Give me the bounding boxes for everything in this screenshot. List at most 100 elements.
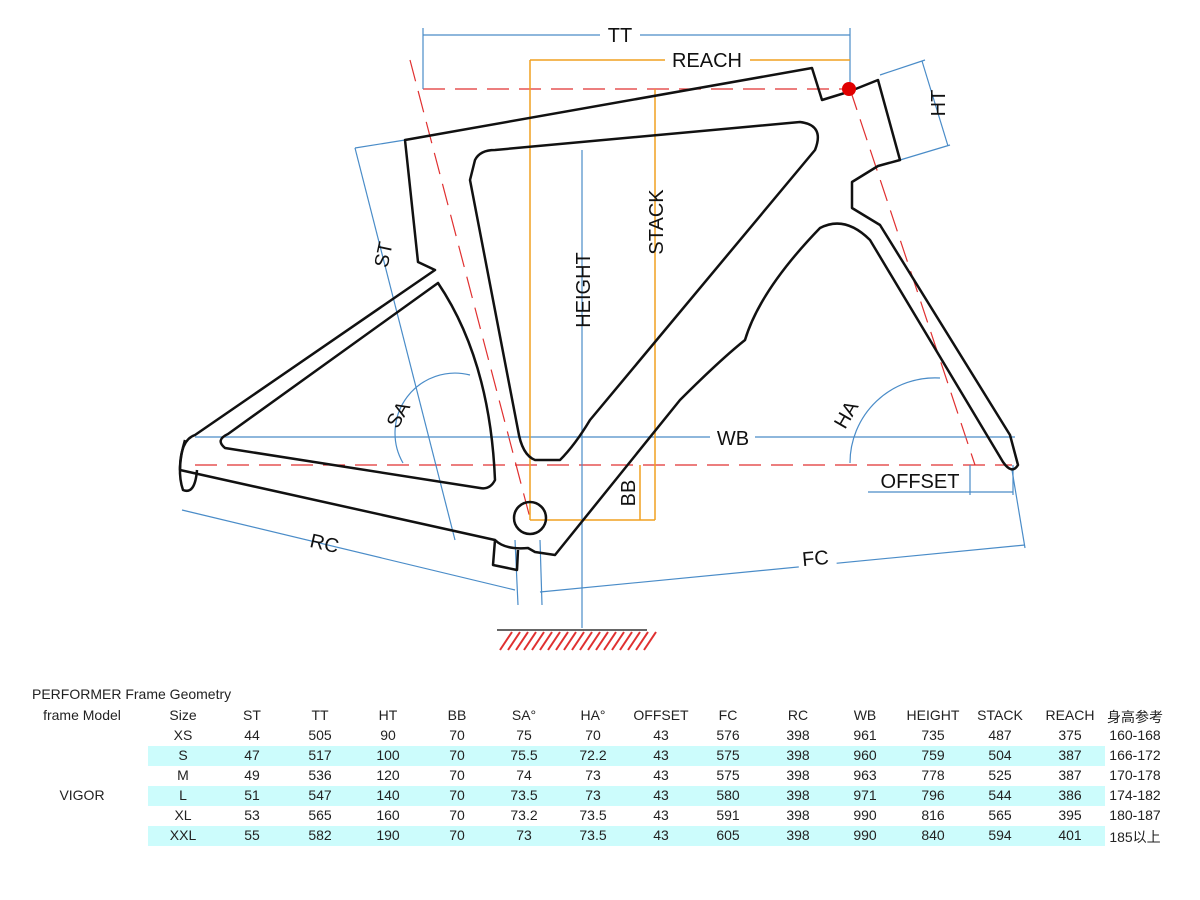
column-header: HT (378, 707, 398, 723)
offset-label: OFFSET (881, 471, 960, 493)
column-header: HEIGHT (906, 707, 960, 723)
table-header-row: frame Model Size ST TT HT BB SA° HA° OFFSET FC RC W… (30, 706, 1170, 726)
table-cell: 75.5 (510, 747, 538, 763)
table-cell: 174-182 (1109, 787, 1161, 803)
table-cell: 565 (988, 807, 1012, 823)
table-cell: 387 (1058, 767, 1082, 783)
table-cell: 398 (786, 827, 810, 843)
table-cell: 386 (1058, 787, 1082, 803)
bb-label: BB (618, 480, 640, 507)
table-cell: 840 (921, 827, 945, 843)
stack-label: STACK (646, 189, 668, 255)
table-cell: 594 (988, 827, 1012, 843)
column-header: REACH (1045, 707, 1095, 723)
column-header: WB (853, 707, 877, 723)
table-cell: 575 (716, 767, 740, 783)
column-header: TT (311, 707, 329, 723)
table-title: PERFORMER Frame Geometry (32, 686, 232, 702)
table-cell: 398 (786, 727, 810, 743)
table-cell: 735 (921, 727, 945, 743)
table-cell: XXL (169, 827, 197, 843)
table-cell: 43 (653, 767, 669, 783)
fc-label: FC (801, 547, 829, 571)
column-header: FC (718, 707, 738, 723)
column-header: STACK (977, 707, 1023, 723)
table-cell: 961 (853, 727, 877, 743)
table-cell: 74 (516, 767, 532, 783)
table-cell: 778 (921, 767, 945, 783)
rc-label: RC (308, 530, 341, 558)
table-cell: 395 (1058, 807, 1082, 823)
table-cell: 49 (244, 767, 260, 783)
table-cell: 73 (585, 767, 601, 783)
table-cell: 72.2 (579, 747, 607, 763)
sa-label: SA (383, 397, 416, 432)
table-cell: 73.5 (579, 807, 607, 823)
rc-dimension (181, 509, 516, 591)
table-cell: XS (173, 727, 193, 743)
table-cell: 582 (308, 827, 332, 843)
table-cell: 90 (380, 727, 396, 743)
wb-label: WB (717, 428, 749, 450)
table-cell: 43 (653, 727, 669, 743)
table-cell: XL (174, 807, 192, 823)
table-cell: 53 (244, 807, 260, 823)
table-cell: 963 (853, 767, 877, 783)
table-cell: 565 (308, 807, 332, 823)
column-header: ST (243, 707, 261, 723)
table-cell: 70 (449, 727, 465, 743)
table-cell: 504 (988, 747, 1012, 763)
table-cell: 51 (244, 787, 260, 803)
table-cell: 70 (449, 807, 465, 823)
column-header: BB (447, 707, 467, 723)
column-header: SA° (511, 707, 537, 723)
ha-label: HA (830, 397, 863, 433)
column-header: RC (787, 707, 809, 723)
table-cell: 591 (716, 807, 740, 823)
column-header: frame Model (43, 707, 121, 723)
table-cell: 43 (653, 807, 669, 823)
table-cell: 43 (653, 827, 669, 843)
table-cell: 170-178 (1109, 767, 1161, 783)
table-cell: 75 (516, 727, 532, 743)
table-cell: 487 (988, 727, 1012, 743)
table-cell: 398 (786, 767, 810, 783)
frame-model-cell: VIGOR (59, 787, 105, 803)
table-cell: 547 (308, 787, 332, 803)
table-cell: 55 (244, 827, 260, 843)
bike-frame (178, 66, 1020, 572)
table-cell: 398 (786, 747, 810, 763)
table-cell: 166-172 (1109, 747, 1161, 763)
table-cell: 580 (716, 787, 740, 803)
table-cell: 43 (653, 747, 669, 763)
column-header: HA° (580, 707, 606, 723)
tt-label: TT (608, 25, 632, 47)
table-cell: 70 (449, 787, 465, 803)
reach-label: REACH (672, 50, 742, 72)
table-cell: 525 (988, 767, 1012, 783)
table-cell: 816 (921, 807, 945, 823)
table-cell: 605 (716, 827, 740, 843)
table-cell: 120 (376, 767, 400, 783)
table-cell: 544 (988, 787, 1012, 803)
column-header: Size (169, 707, 197, 723)
table-cell: 401 (1058, 827, 1082, 843)
column-header: OFFSET (633, 707, 689, 723)
table-cell: 70 (585, 727, 601, 743)
table-cell: 387 (1058, 747, 1082, 763)
table-cell: 47 (244, 747, 260, 763)
table-cell: 70 (449, 827, 465, 843)
table-cell: 73 (516, 827, 532, 843)
table-cell: 375 (1058, 727, 1082, 743)
table-cell: 536 (308, 767, 332, 783)
ht-dimension (921, 60, 949, 147)
table-cell: 990 (853, 827, 877, 843)
ha-arc (849, 377, 941, 464)
table-cell: 576 (716, 727, 740, 743)
table-cell: 73 (585, 787, 601, 803)
table-cell: 43 (653, 787, 669, 803)
